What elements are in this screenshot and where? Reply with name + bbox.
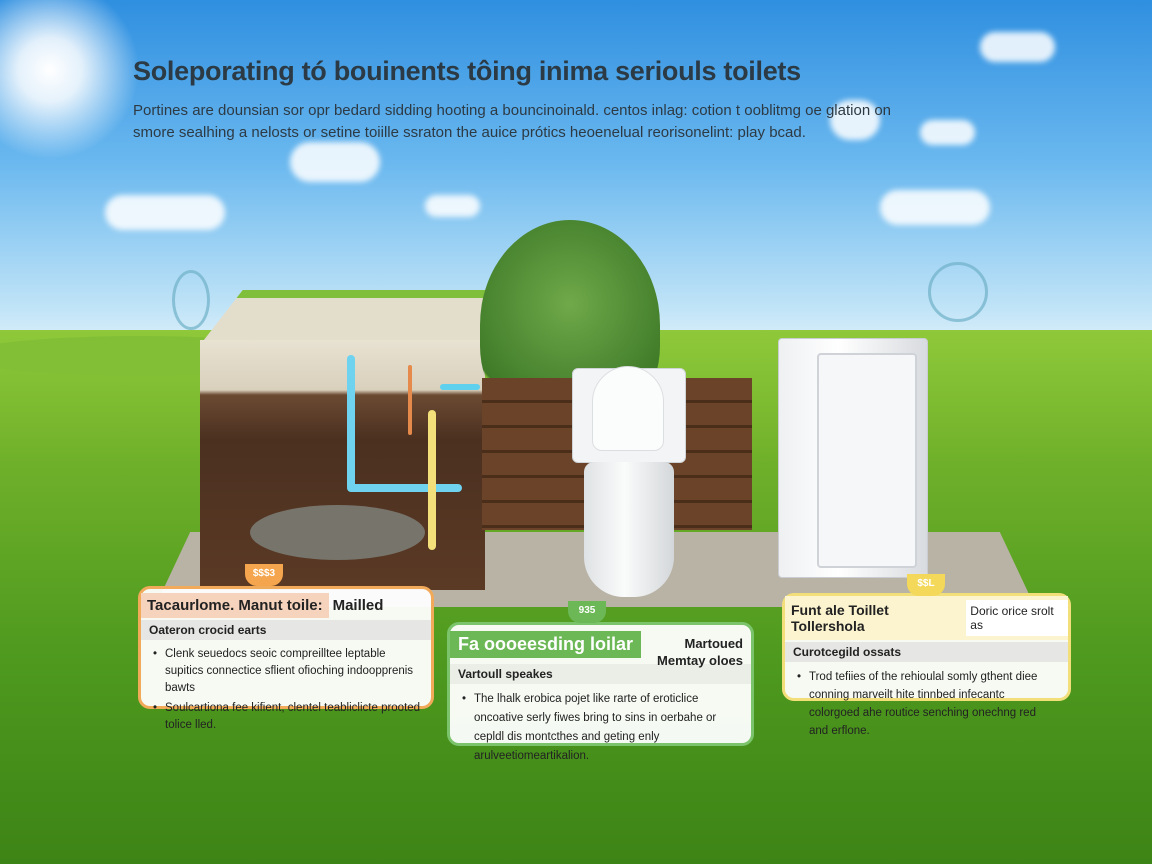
blue-pipe bbox=[347, 355, 355, 490]
page-subtitle: Portines are dounsian sor opr bedard sid… bbox=[133, 102, 892, 141]
card-bullet: Soulcartiona fee kifient, clentel teabli… bbox=[151, 700, 421, 734]
soil-top-surface bbox=[200, 290, 485, 345]
steam-icon bbox=[928, 262, 988, 322]
blue-pipe bbox=[347, 484, 462, 492]
page-title: Soleporating tó bouinents tôing inima se… bbox=[133, 56, 801, 86]
portable-toilet-cabinet bbox=[778, 338, 928, 578]
toilet-bowl bbox=[584, 462, 674, 597]
toilet-lid bbox=[592, 366, 664, 451]
card-bullet: Trod tefiies of the rehioulal somly gthe… bbox=[795, 668, 1058, 740]
info-card-flushing: 935 Fa oooeesding loilar Martoued Memtay… bbox=[447, 601, 754, 762]
card-tab-badge: $$$3 bbox=[245, 564, 283, 586]
card-section-heading: Vartoull speakes bbox=[450, 664, 751, 684]
cloud bbox=[290, 142, 380, 182]
card-tab-badge: $$L bbox=[907, 574, 945, 596]
orange-pipe bbox=[408, 365, 412, 435]
card-title: Funt ale Toillet Tollershola bbox=[791, 602, 889, 634]
card-tab-badge: 935 bbox=[568, 601, 606, 623]
cloud bbox=[980, 32, 1055, 62]
cloud bbox=[920, 120, 975, 145]
cabinet-door bbox=[817, 353, 917, 568]
card-bullet: Clenk seuedocs seoic compreilltee leptab… bbox=[151, 646, 421, 697]
card-title-extra: Doric orice srolt as bbox=[966, 600, 1068, 636]
card-section-heading: Curotcegild ossats bbox=[785, 642, 1068, 662]
cloud bbox=[105, 195, 225, 230]
card-title: Fa oooeesding loilar bbox=[450, 631, 642, 658]
cyan-pipe bbox=[440, 384, 480, 390]
cloud bbox=[880, 190, 990, 225]
yellow-pipe bbox=[428, 410, 436, 550]
card-bullet: The lhalk erobica pojet like rarte of er… bbox=[460, 690, 741, 766]
card-title-extra: Mailled bbox=[332, 597, 384, 614]
card-section-heading: Oateron crocid earts bbox=[141, 620, 431, 640]
info-card-composting: $$$3 Tacaurlome. Manut toile: Mailled Oa… bbox=[138, 564, 434, 731]
steam-icon bbox=[172, 270, 210, 330]
waste-pit bbox=[250, 505, 425, 560]
card-title: Tacaurlome. Manut toile: bbox=[141, 593, 329, 618]
info-card-portable: $$L Funt ale Toillet Tollershola Doric o… bbox=[782, 574, 1071, 737]
cloud bbox=[830, 100, 880, 140]
cloud bbox=[425, 195, 480, 217]
card-title-extra: Martoued Memtay oloes bbox=[657, 636, 743, 668]
